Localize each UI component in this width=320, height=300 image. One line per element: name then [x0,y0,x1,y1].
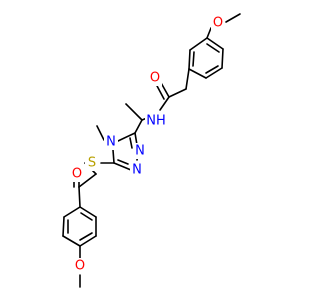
label-bg-s-thioether [85,155,99,171]
atom-n-ring-right-2: N [132,163,142,178]
label-bg-o-ketone [70,166,84,182]
top-methoxyphenyl-group [185,13,241,90]
bond-top-ring-1 [206,37,224,50]
bond-ch2-carbonyl [168,88,187,98]
bond-top-ring-4 [188,68,207,79]
bond-top-ring-2 [221,48,224,69]
bond-bottom-ring-5 [62,216,65,237]
atom-nh-amide: NH [146,114,166,129]
bond-triazole-inner-b [117,159,129,165]
bond-triazole-n4-c3 [112,149,115,164]
atom-o-ketone: O [72,167,82,182]
bond-triazole-c5-n4 [117,132,136,142]
label-bg-nh-amide [145,113,167,129]
atom-labels-group: O O NH N N N S O O [70,15,225,274]
bond-ch-triazole [134,119,143,134]
label-bg-n-ring-right-2 [130,162,144,178]
bond-bottom-ring-1 [79,206,97,218]
label-bg-o-methoxy-bottom [73,258,87,274]
label-bg-n-ring-right-1 [133,143,147,159]
atom-n-ring-right-1: N [135,144,145,159]
bond-top-methyl-o [225,13,241,23]
bond-carbonyl-o-b [155,83,165,100]
bond-bottom-ring-6 [63,206,81,218]
bottom-methoxyphenyl-group [62,206,97,288]
atom-o-methoxy-top: O [213,16,223,31]
bond-ch2-ketone [78,173,97,188]
label-bg-o-amide [148,70,162,86]
atom-n-ring-methyl: N [106,135,116,150]
bond-triazole-c3-n2 [113,162,132,171]
atom-o-methoxy-bottom: O [75,259,85,274]
bond-bottom-ring-inner-2 [79,232,93,241]
bond-ketone-ring [78,186,81,208]
bond-n-methyl [96,125,105,141]
bond-bottom-ring-inner-1 [80,212,93,221]
bond-top-ring-3 [205,67,223,79]
bond-top-ring-6 [189,37,208,51]
bond-top-ring-inner-3 [192,51,195,67]
bond-ch-methyl [125,103,143,121]
atom-o-amide: O [150,71,160,86]
bond-top-ring-5 [188,49,191,70]
bond-carbonyl-nh [159,96,170,111]
bond-bottom-ring-3 [79,235,97,247]
label-bg-o-methoxy-top [211,15,225,31]
bond-top-ring-ch2 [185,68,190,90]
atom-s-thioether: S [88,156,96,171]
bond-top-ring-inner-2 [205,65,219,74]
bond-top-o-ring [206,27,212,39]
label-bg-n-ring-methyl [104,134,118,150]
bond-top-ring-inner-1 [206,43,220,53]
bond-triazole-inner-a [129,137,133,149]
molecule-structure-diagram: O O NH N N N S O O [62,13,241,288]
bond-bottom-ring-4 [62,235,81,247]
